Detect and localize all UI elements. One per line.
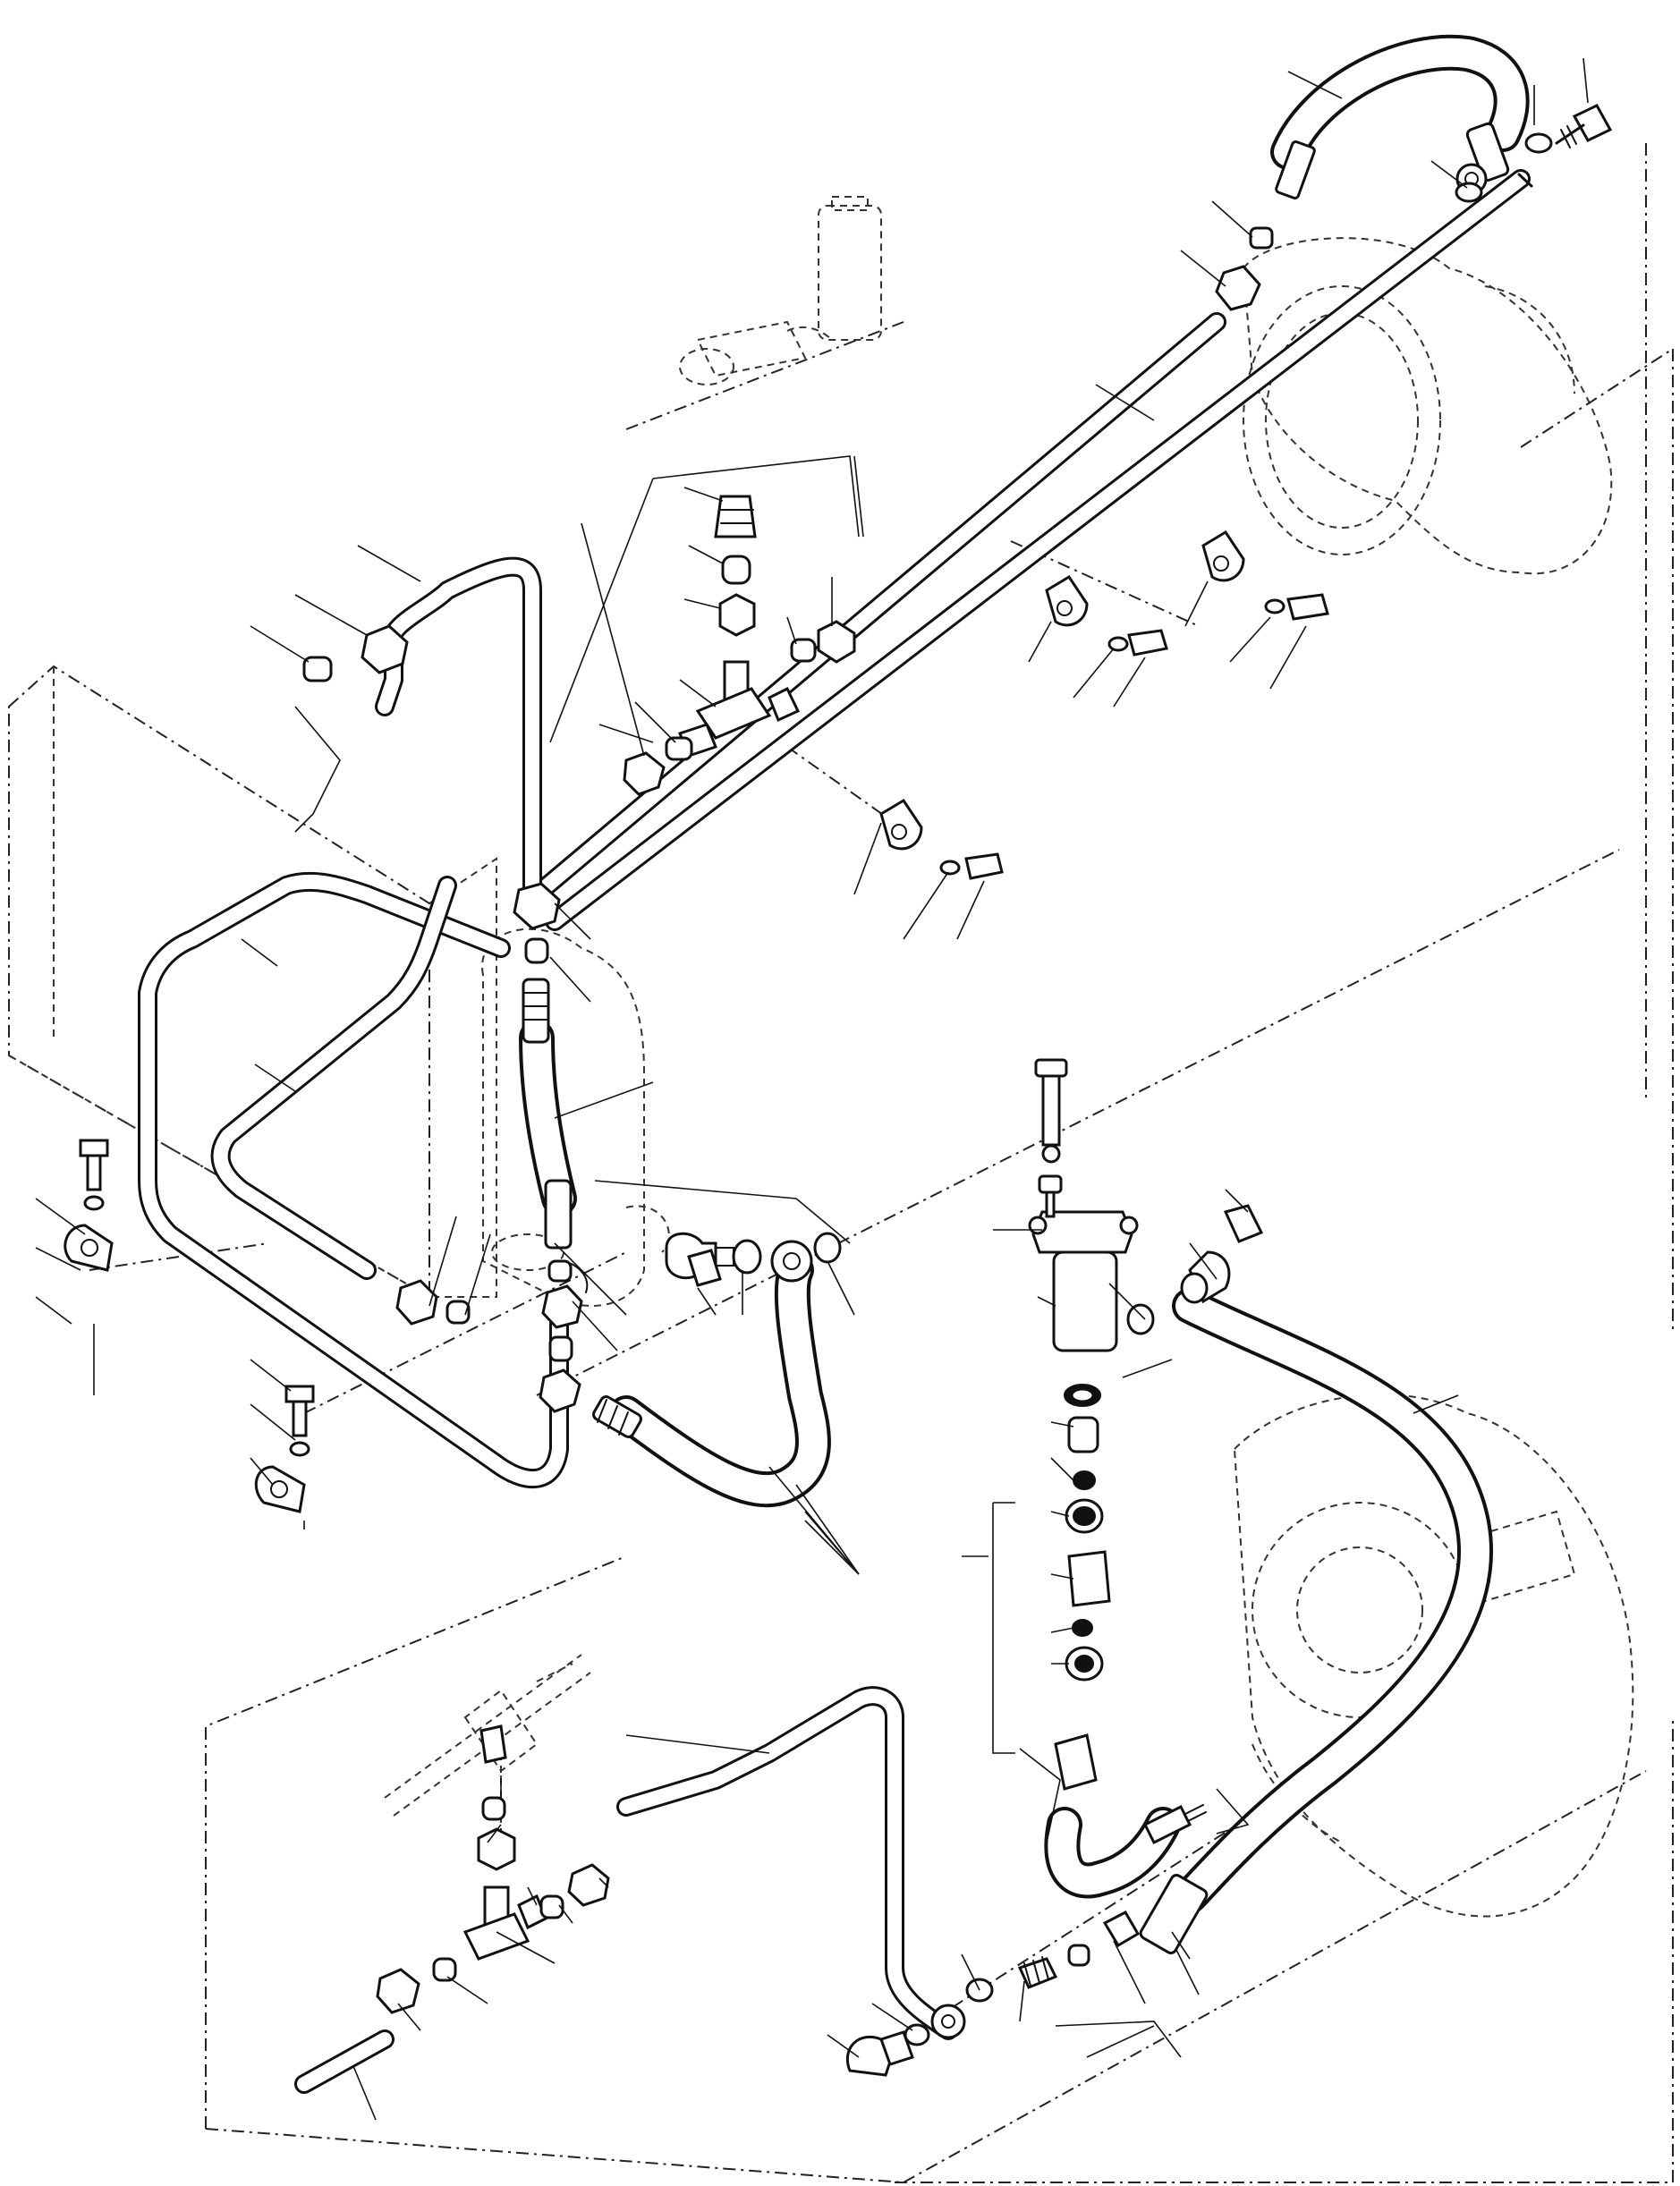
filter-outlet-hose <box>1044 1807 1181 1899</box>
transmission-housing-upper-outline <box>1242 237 1613 575</box>
right-long-hose <box>1172 1288 1494 1914</box>
inner-v-tube <box>210 876 457 1280</box>
left-loop-tube <box>138 871 569 1488</box>
ghost-strainer-assembly <box>679 196 882 386</box>
upper-right-hose <box>1270 34 1530 170</box>
center-curved-hose <box>608 1252 831 1508</box>
leader-lines <box>35 57 1589 2121</box>
fittings <box>64 104 1613 2077</box>
lower-bent-tube <box>616 1686 958 2040</box>
left-u-tube <box>375 556 542 895</box>
main-rigid-tube-pair <box>527 169 1533 931</box>
lower-tube-stub <box>294 2029 395 2094</box>
boundary-lines <box>89 143 1674 2183</box>
